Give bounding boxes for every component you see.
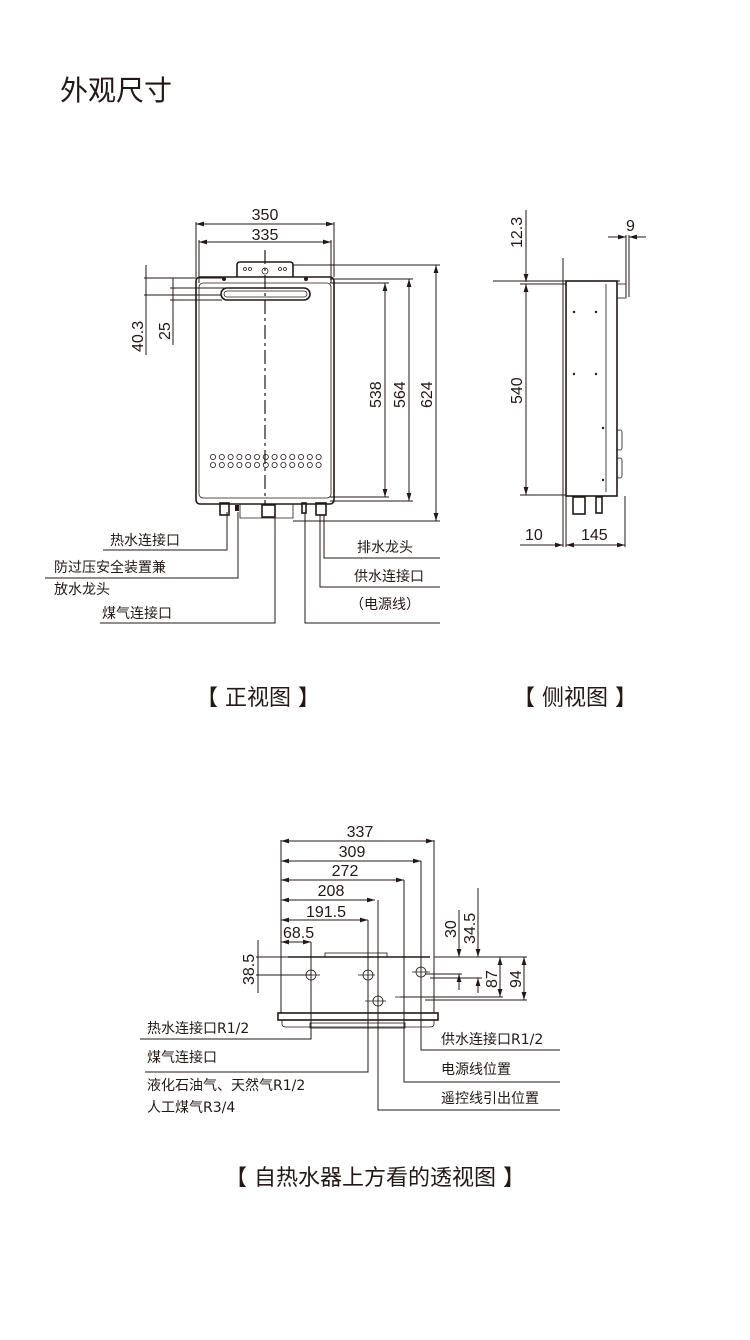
dim-309: 309: [339, 844, 366, 861]
dim-10: 10: [525, 527, 543, 544]
dim-337: 337: [347, 824, 374, 841]
dim-145: 145: [581, 527, 608, 544]
vent-hole: [209, 461, 216, 468]
dim-87: 87: [484, 970, 501, 988]
dim-34-5: 34.5: [462, 913, 479, 944]
vent-hole: [289, 461, 296, 468]
label-gas-type-1: 液化石油气、天然气R1/2: [147, 1077, 305, 1094]
vent-hole: [245, 461, 252, 468]
label-hot-water: 热水连接口: [110, 532, 180, 549]
label-power: （电源线）: [350, 597, 420, 613]
dim-335: 335: [252, 227, 279, 244]
label-remote-position: 遥控线引出位置: [441, 1091, 539, 1107]
dim-624: 624: [419, 381, 436, 408]
vent-hole: [315, 461, 322, 468]
vent-hole: [280, 453, 287, 460]
dim-38-5: 38.5: [241, 954, 258, 985]
dim-68-5: 68.5: [283, 925, 314, 942]
vent-hole: [297, 453, 304, 460]
side-body: [565, 280, 618, 497]
front-view-caption: 【 正视图 】: [196, 686, 320, 711]
vent-hole: [236, 461, 243, 468]
label-relief-valve: 防过压安全装置兼: [54, 559, 166, 576]
dim-564: 564: [392, 381, 409, 408]
vent-hole: [262, 461, 269, 468]
dim-208: 208: [318, 883, 345, 900]
vent-hole: [227, 461, 234, 468]
vent-hole: [253, 453, 260, 460]
label-supply-r12: 供水连接口R1/2: [441, 1031, 543, 1048]
dim-9: 9: [626, 218, 635, 235]
label-power-position: 电源线位置: [441, 1062, 511, 1078]
dim-191-5: 191.5: [306, 904, 346, 921]
vent-hole: [253, 461, 260, 468]
vent-hole: [236, 453, 243, 460]
label-gas-connection: 煤气连接口: [147, 1049, 217, 1066]
dim-272: 272: [332, 863, 359, 880]
label-drain: 排水龙头: [357, 540, 413, 556]
dim-538: 538: [368, 381, 385, 408]
vent-hole: [289, 453, 296, 460]
side-view-caption: 【 侧视图 】: [513, 686, 637, 711]
top-view: 337 309 272 208 191.5 68.5 38.5 30 34.5 …: [140, 824, 560, 1191]
label-gas-type-2: 人工煤气R3/4: [147, 1100, 235, 1116]
vent-hole: [262, 453, 269, 460]
front-view: 350 335 40.3 25 538 564 624 热水连接口 防过压安全装…: [45, 207, 440, 711]
vent-hole: [271, 453, 278, 460]
dim-12-3: 12.3: [509, 217, 526, 248]
vent-hole: [245, 453, 252, 460]
dim-40-3: 40.3: [130, 321, 147, 352]
label-gas: 煤气连接口: [102, 605, 172, 622]
bottom-bracket: [239, 504, 294, 519]
top-view-caption: 【 自热水器上方看的透视图 】: [225, 1166, 525, 1191]
vent-hole: [271, 461, 278, 468]
vent-hole: [209, 453, 216, 460]
vent-hole: [218, 461, 225, 468]
side-view: 12.3 540 9 10 145 【 侧视图 】: [493, 210, 646, 711]
label-relief-valve-2: 放水龙头: [54, 582, 110, 598]
dim-94: 94: [508, 970, 525, 988]
label-supply: 供水连接口: [354, 568, 424, 585]
dim-350: 350: [252, 207, 279, 224]
top-view-plate: [277, 1012, 439, 1021]
vent-hole: [315, 453, 322, 460]
dim-25: 25: [157, 322, 174, 340]
vent-hole: [218, 453, 225, 460]
vent-hole: [280, 461, 287, 468]
vent-hole: [306, 453, 313, 460]
vent-hole: [227, 453, 234, 460]
vent-hole: [297, 461, 304, 468]
label-hot-water-r12: 热水连接口R1/2: [147, 1020, 249, 1037]
vent-hole: [306, 461, 313, 468]
dim-540: 540: [509, 377, 526, 404]
dim-30: 30: [443, 920, 460, 938]
page-title: 外观尺寸: [60, 74, 172, 107]
